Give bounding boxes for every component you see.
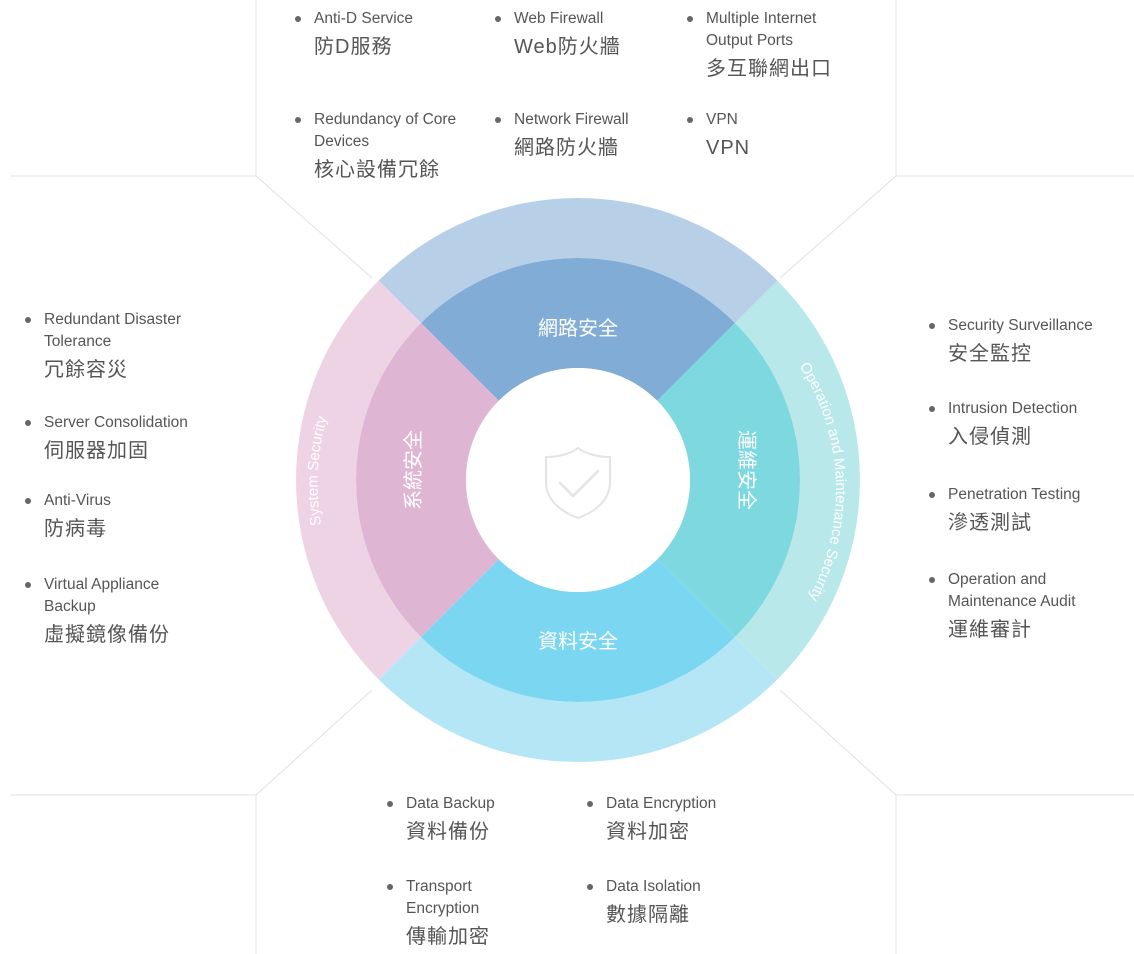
item-zh: 防病毒 <box>44 518 107 540</box>
data-security-inner-segment <box>421 559 735 702</box>
inner-label-top: 網路安全 <box>538 317 618 340</box>
internet-security-outer-segment <box>378 198 778 324</box>
item-en: Redundant Disaster Tolerance <box>22 309 222 353</box>
item-en: Web Firewall <box>492 8 662 30</box>
item-en: Multiple Internet Output Ports <box>684 8 859 52</box>
connector-line <box>779 689 897 796</box>
list-item: Virtual Appliance Backup 虛擬鏡像備份 <box>22 574 212 650</box>
item-en: Virtual Appliance Backup <box>22 574 212 618</box>
item-en: Security Surveillance <box>926 315 1131 337</box>
item-en: Data Encryption <box>584 793 774 815</box>
item-en: Redundancy of Core Devices <box>292 109 462 153</box>
item-en: Data Backup <box>384 793 564 815</box>
list-item: Redundancy of Core Devices 核心設備冗餘 <box>292 109 462 185</box>
list-item: Intrusion Detection 入侵偵測 <box>926 398 1131 452</box>
item-zh: 數據隔離 <box>606 904 690 926</box>
item-zh: 網路防火牆 <box>514 137 619 159</box>
system-security-outer-segment <box>296 280 422 680</box>
list-item: Data Isolation 數據隔離 <box>584 876 774 930</box>
connector-line <box>779 175 897 279</box>
item-zh: 冗餘容災 <box>44 359 128 381</box>
list-item: Web Firewall Web防火牆 <box>492 8 662 62</box>
list-item: Data Encryption 資料加密 <box>584 793 774 847</box>
list-item: Server Consolidation 伺服器加固 <box>22 412 242 466</box>
item-zh: 伺服器加固 <box>44 440 149 462</box>
list-item: Network Firewall 網路防火牆 <box>492 109 672 163</box>
inner-label-right: 運維安全 <box>735 430 758 510</box>
item-zh: 滲透測試 <box>948 512 1032 534</box>
item-zh: 入侵偵測 <box>948 426 1032 448</box>
item-en: Transport Encryption <box>384 876 534 920</box>
outer-label-bottom: Data Security <box>534 803 625 827</box>
item-zh: 安全監控 <box>948 343 1032 365</box>
list-item: Security Surveillance 安全監控 <box>926 315 1131 369</box>
shield-check-icon <box>545 446 611 520</box>
list-item: Transport Encryption 傳輸加密 <box>384 876 534 952</box>
list-item: Multiple Internet Output Ports 多互聯網出口 <box>684 8 859 84</box>
item-en: VPN <box>684 109 854 131</box>
inner-label-bottom: 資料安全 <box>538 630 618 653</box>
item-en: Network Firewall <box>492 109 672 131</box>
item-en: Server Consolidation <box>22 412 242 434</box>
item-en: Data Isolation <box>584 876 774 898</box>
item-zh: Web防火牆 <box>514 36 621 58</box>
internet-security-inner-segment <box>421 258 735 401</box>
list-item: Operation and Maintenance Audit 運維審計 <box>926 569 1096 645</box>
outer-label-bottom-path: Data Security <box>534 803 625 827</box>
connector-line <box>255 175 373 279</box>
list-item: Anti-D Service 防D服務 <box>292 8 462 62</box>
item-zh: 核心設備冗餘 <box>314 159 440 181</box>
list-item: Anti-Virus 防病毒 <box>22 490 222 544</box>
item-en: Operation and Maintenance Audit <box>926 569 1096 613</box>
item-zh: 虛擬鏡像備份 <box>44 624 170 646</box>
item-en: Penetration Testing <box>926 484 1131 506</box>
list-item: VPN VPN <box>684 109 854 163</box>
item-en: Anti-D Service <box>292 8 462 30</box>
list-item: Redundant Disaster Tolerance 冗餘容災 <box>22 309 222 385</box>
list-item: Data Backup 資料備份 <box>384 793 564 847</box>
center-circle <box>466 368 690 592</box>
item-en: Intrusion Detection <box>926 398 1131 420</box>
list-item: Penetration Testing 滲透測試 <box>926 484 1131 538</box>
system-security-inner-segment <box>356 323 499 637</box>
operation-security-outer-segment <box>734 280 860 680</box>
item-zh: 傳輸加密 <box>406 926 490 948</box>
item-zh: VPN <box>706 137 751 159</box>
connector-line <box>255 689 373 796</box>
inner-label-left: 系統安全 <box>402 430 425 510</box>
item-zh: 資料備份 <box>406 821 490 843</box>
item-zh: 防D服務 <box>314 36 393 58</box>
item-zh: 多互聯網出口 <box>706 58 832 80</box>
item-zh: 運維審計 <box>948 619 1032 641</box>
operation-security-inner-segment <box>657 323 800 637</box>
item-en: Anti-Virus <box>22 490 222 512</box>
item-zh: 資料加密 <box>606 821 690 843</box>
data-security-outer-segment <box>378 636 778 762</box>
